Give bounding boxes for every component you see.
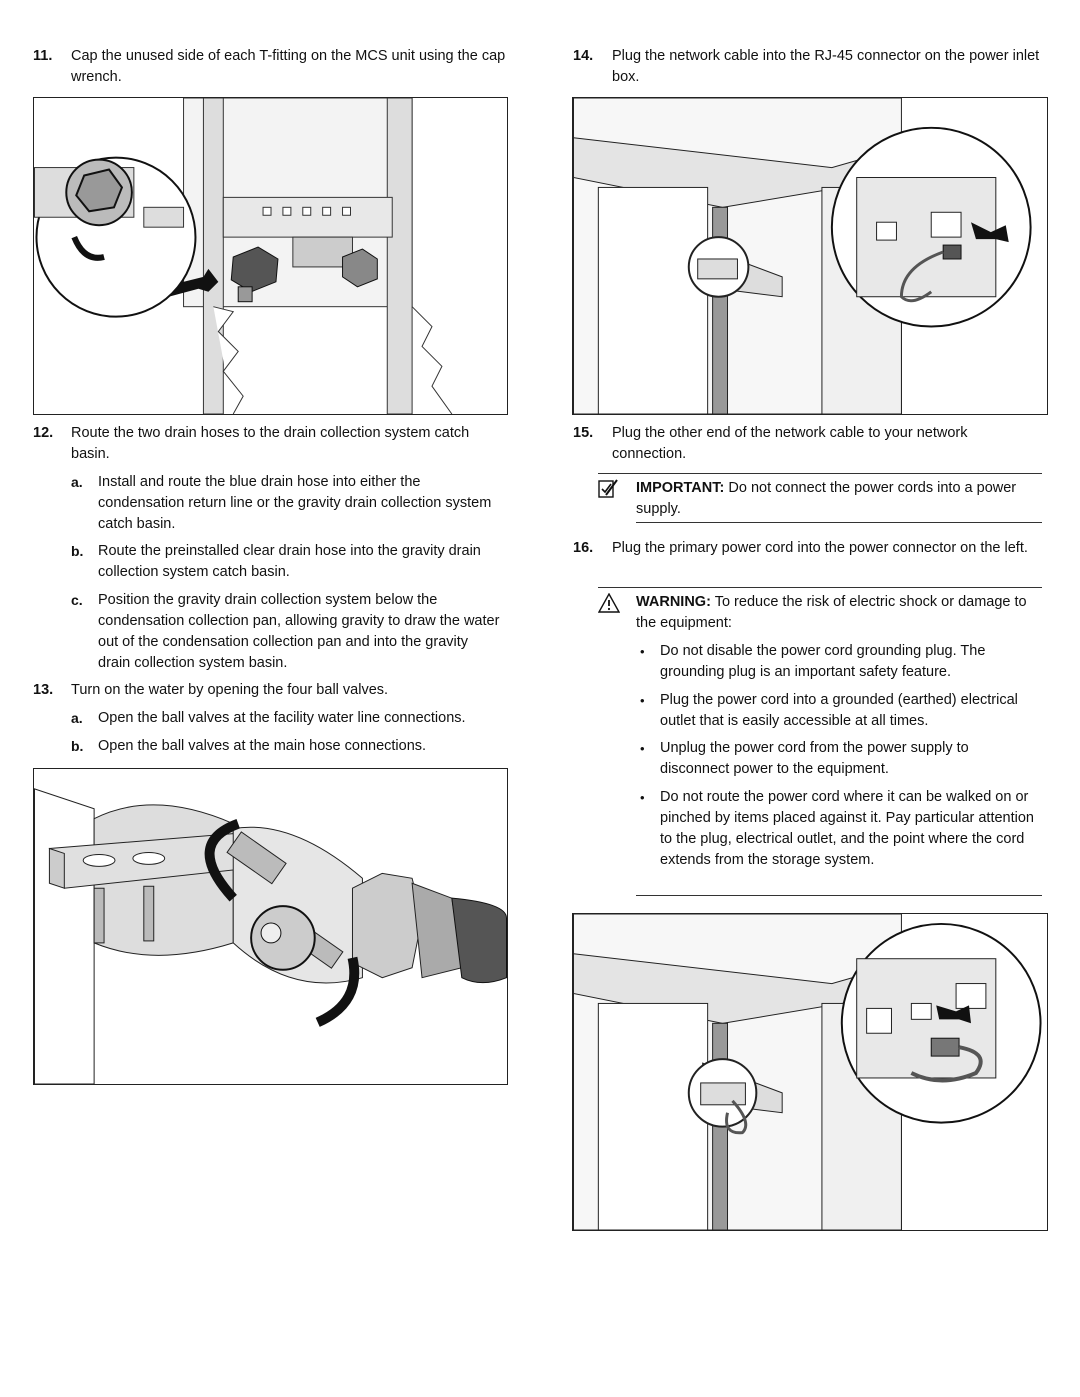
warning-bullet-2: Plug the power cord into a grounded (ear… xyxy=(660,692,1018,729)
warning-note: WARNING: To reduce the risk of electric … xyxy=(636,592,1036,634)
important-icon xyxy=(597,477,619,499)
power-cord-figure xyxy=(572,913,1048,1231)
warning-bottom-rule xyxy=(636,895,1042,896)
step-13a-text: Open the ball valves at the facility wat… xyxy=(98,710,466,726)
step-13a-letter: a. xyxy=(71,710,83,726)
warning-bullet-4: Do not route the power cord where it can… xyxy=(660,789,1034,868)
important-bottom-rule xyxy=(636,522,1042,523)
warning-label: WARNING: xyxy=(636,594,711,610)
warning-icon xyxy=(597,592,621,613)
step-12-text: Route the two drain hoses to the drain c… xyxy=(71,425,470,462)
step-15-number: 15. xyxy=(573,425,594,441)
warning-bullet-1: Do not disable the power cord grounding … xyxy=(660,643,986,680)
warning-bullet-marker: • xyxy=(640,741,645,756)
step-12c-letter: c. xyxy=(71,592,83,608)
important-label: IMPORTANT: xyxy=(636,480,725,496)
step-12a-text: Install and route the blue drain hose in… xyxy=(98,474,492,532)
network-cable-figure xyxy=(572,97,1048,415)
step-13-text: Turn on the water by opening the four ba… xyxy=(71,682,389,698)
important-top-rule xyxy=(598,473,1042,474)
step-16-number: 16. xyxy=(573,540,594,556)
warning-text: To reduce the risk of electric shock or … xyxy=(636,594,1027,631)
ball-valve-figure xyxy=(33,768,508,1085)
warning-bullet-3: Unplug the power cord from the power sup… xyxy=(660,740,969,777)
step-12b-letter: b. xyxy=(71,543,84,559)
step-16-text: Plug the primary power cord into the pow… xyxy=(612,540,1028,556)
step-13b-text: Open the ball valves at the main hose co… xyxy=(98,738,427,754)
step-12c-text: Position the gravity drain collection sy… xyxy=(98,592,500,671)
important-text: Do not connect the power cords into a po… xyxy=(636,480,1017,517)
important-note: IMPORTANT: Do not connect the power cord… xyxy=(636,478,1036,520)
warning-bullet-marker: • xyxy=(640,693,645,708)
step-15-text: Plug the other end of the network cable … xyxy=(612,425,968,462)
step-11-number: 11. xyxy=(33,48,53,64)
step-12b-text: Route the preinstalled clear drain hose … xyxy=(98,543,481,580)
warning-top-rule xyxy=(598,587,1042,588)
warning-bullet-marker: • xyxy=(640,644,645,659)
step-12-number: 12. xyxy=(33,425,54,441)
cap-wrench-figure xyxy=(33,97,508,415)
step-13b-letter: b. xyxy=(71,738,84,754)
step-12a-letter: a. xyxy=(71,474,83,490)
warning-bullet-marker: • xyxy=(640,790,645,805)
step-14-number: 14. xyxy=(573,48,594,64)
step-14-text: Plug the network cable into the RJ-45 co… xyxy=(612,48,1040,85)
step-13-number: 13. xyxy=(33,682,54,698)
step-11-text: Cap the unused side of each T-fitting on… xyxy=(71,48,506,85)
